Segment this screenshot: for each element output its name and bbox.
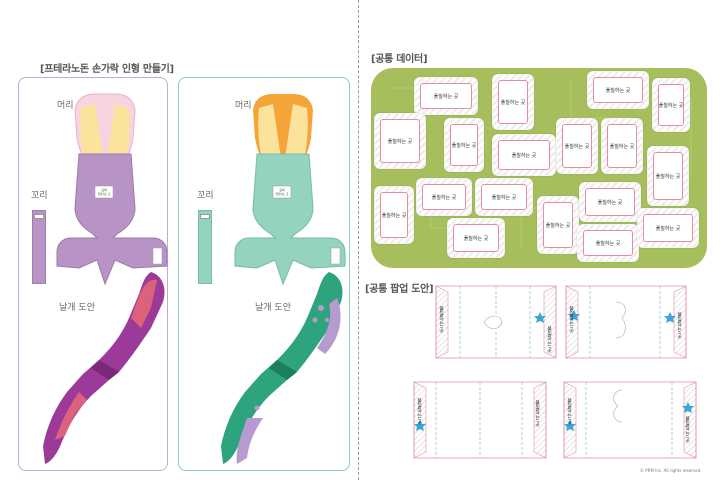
glue-card: 풀칠하는 곳	[637, 208, 699, 248]
glue-card: 풀칠하는 곳	[601, 118, 643, 174]
teal-design-panel: 머리 도안 꼬리 날개 도안 김비 풀칠하는 곳	[178, 77, 350, 471]
popup-template-2: 풀칠하는 곳 풀칠하는 곳	[560, 282, 692, 362]
svg-text:풀칠하는 곳: 풀칠하는 곳	[276, 192, 289, 196]
popup-glue-label: 풀칠하는 곳	[438, 306, 444, 333]
purple-tail-label: 꼬리	[31, 191, 48, 201]
teal-head-body-shape: 김비 풀칠하는 곳	[234, 94, 346, 286]
glue-card: 풀칠하는 곳	[577, 224, 639, 262]
teal-wing-shape	[221, 272, 343, 464]
purple-head-label: 머리 도안	[57, 101, 93, 111]
glue-card: 풀칠하는 곳	[374, 186, 414, 244]
teal-wing-label: 날개 도안	[255, 303, 291, 313]
purple-head-body-shape: 김비 풀칠하는 곳	[56, 93, 168, 286]
glue-card: 풀칠하는 곳	[587, 71, 649, 109]
glue-card: 풀칠하는 곳	[556, 118, 598, 174]
glue-card: 풀칠하는 곳	[652, 78, 690, 132]
glue-card: 풀칠하는 곳	[492, 134, 556, 176]
glue-card: 풀칠하는 곳	[492, 74, 534, 130]
glue-card: 풀칠하는 곳	[444, 118, 484, 172]
popup-outline	[435, 285, 557, 359]
glue-card: 풀칠하는 곳	[447, 218, 505, 258]
svg-text:김비: 김비	[101, 187, 107, 192]
popup-glue-label: 풀칠하는 곳	[568, 306, 574, 333]
copyright-text: © PRM Inc. All rights reserved.	[640, 468, 702, 473]
popup-outline	[565, 285, 687, 359]
popup-glue-label: 풀칠하는 곳	[416, 398, 422, 425]
popup-glue-label: 풀칠하는 곳	[676, 312, 682, 339]
glue-card: 풀칠하는 곳	[374, 113, 426, 169]
purple-wing-label: 날개 도안	[59, 303, 95, 313]
popup-glue-label: 풀칠하는 곳	[534, 400, 540, 427]
glue-card: 풀칠하는 곳	[647, 146, 689, 206]
svg-text:풀칠하는 곳: 풀칠하는 곳	[98, 192, 111, 196]
teal-tail-badge	[200, 214, 210, 219]
glue-card: 풀칠하는 곳	[414, 77, 478, 115]
popup-glue-label: 풀칠하는 곳	[684, 416, 690, 443]
common-data-board: 풀칠하는 곳 풀칠하는 곳 풀칠하는 곳 풀칠하는 곳 풀칠하는 곳 풀칠하는 …	[371, 68, 707, 268]
popup-outline	[563, 381, 697, 459]
purple-tail-badge	[34, 214, 44, 219]
center-dashed-divider	[358, 0, 359, 480]
teal-tail-label: 꼬리	[197, 191, 214, 201]
glue-card: 풀칠하는 곳	[416, 178, 472, 216]
glue-card: 풀칠하는 곳	[579, 182, 641, 222]
svg-text:김비: 김비	[279, 187, 285, 192]
purple-wing-shape	[43, 272, 165, 464]
title-common-popup: [공통 팝업 도안]	[365, 284, 434, 295]
teal-head-label: 머리 도안	[235, 101, 271, 111]
purple-design-panel: 머리 도안 꼬리 날개 도안 김비 풀칠하는 곳	[18, 77, 168, 471]
glue-card: 풀칠하는 곳	[475, 178, 533, 216]
teal-tail-piece	[198, 210, 212, 284]
title-common-data: [공통 데이터]	[371, 54, 428, 65]
popup-outline	[413, 381, 547, 459]
purple-tail-piece	[32, 210, 46, 284]
popup-glue-label: 풀칠하는 곳	[566, 398, 572, 425]
popup-glue-label: 풀칠하는 곳	[546, 326, 552, 353]
glue-card: 풀칠하는 곳	[537, 196, 579, 254]
popup-template-4: 풀칠하는 곳 풀칠하는 곳	[560, 376, 697, 459]
title-finger-puppet: [프테라노돈 손가락 인형 만들기]	[40, 64, 174, 75]
popup-template-1: 풀칠하는 곳 풀칠하는 곳	[430, 282, 562, 362]
popup-template-3: 풀칠하는 곳 풀칠하는 곳	[410, 376, 547, 459]
